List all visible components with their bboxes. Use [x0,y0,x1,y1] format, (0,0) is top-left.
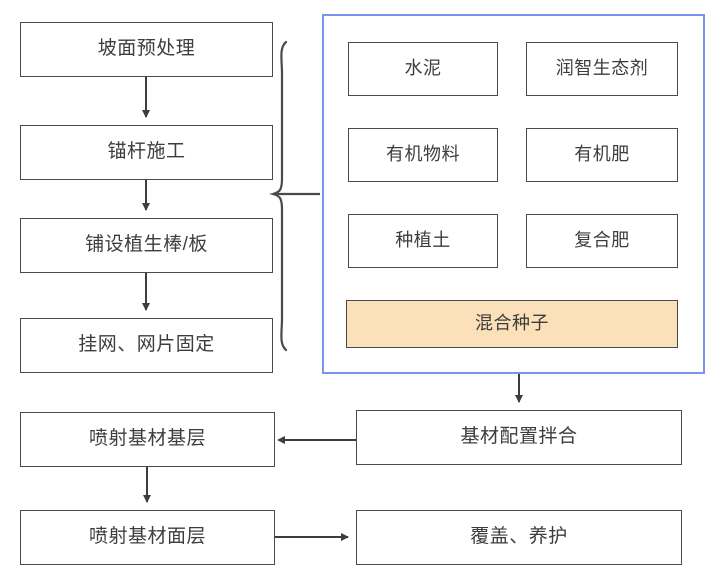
step-anchor-construction[interactable]: 锚杆施工 [20,125,273,180]
step-substrate-mixing[interactable]: 基材配置拌合 [356,410,682,465]
step-slope-pretreatment[interactable]: 坡面预处理 [20,22,273,77]
material-compound-fertilizer[interactable]: 复合肥 [526,214,678,268]
step-cover-maintenance[interactable]: 覆盖、养护 [356,510,682,565]
brace-steps-to-materials [268,40,320,352]
material-cement[interactable]: 水泥 [348,42,498,96]
step-hang-net-fix[interactable]: 挂网、网片固定 [20,318,273,373]
materials-panel [322,14,705,374]
material-runzhi-eco-agent[interactable]: 润智生态剂 [526,42,678,96]
material-organic-material[interactable]: 有机物料 [348,128,498,182]
step-lay-vegetation-bar[interactable]: 铺设植生棒/板 [20,218,273,273]
material-organic-fertilizer[interactable]: 有机肥 [526,128,678,182]
material-mixed-seed[interactable]: 混合种子 [346,300,678,348]
step-spray-base-layer[interactable]: 喷射基材基层 [20,412,275,467]
step-spray-surface-layer[interactable]: 喷射基材面层 [20,510,275,565]
material-planting-soil[interactable]: 种植土 [348,214,498,268]
